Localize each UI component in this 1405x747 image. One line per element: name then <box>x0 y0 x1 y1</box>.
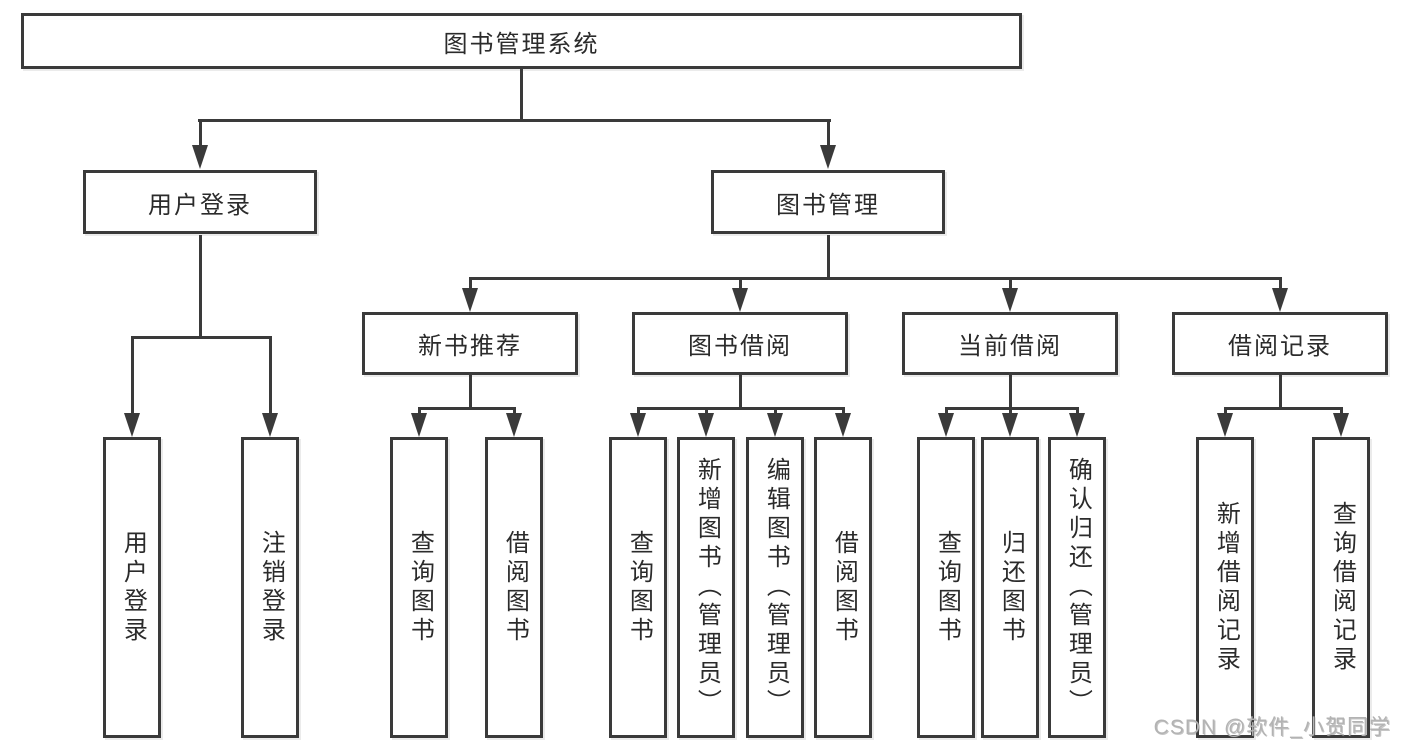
arrowhead-down-icon <box>506 413 522 437</box>
leaf-query-books-recommend: 查询图书 <box>390 437 448 738</box>
leaf-query-books-current: 查询图书 <box>917 437 975 738</box>
connector-line <box>1340 407 1343 416</box>
arrowhead-down-icon <box>820 145 836 169</box>
arrowhead-down-icon <box>192 145 208 169</box>
connector-line <box>1224 407 1227 416</box>
leaf-edit-book-admin: 编辑图书（管理员） <box>746 437 804 738</box>
leaf-label: 查询借阅记录 <box>1328 500 1356 675</box>
arrowhead-down-icon <box>1272 288 1288 312</box>
arrowhead-down-icon <box>1002 413 1018 437</box>
connector-line <box>131 336 272 339</box>
connector-line <box>418 407 421 416</box>
arrowhead-down-icon <box>262 413 278 437</box>
connector-line <box>827 235 830 279</box>
connector-line <box>469 375 472 409</box>
node-label: 图书管理 <box>776 191 880 219</box>
connector-line <box>469 277 1282 280</box>
connector-line <box>198 119 831 122</box>
leaf-label: 注销登录 <box>257 529 285 646</box>
leaf-label: 新增图书（管理员） <box>693 457 721 718</box>
node-user-login: 用户登录 <box>83 170 317 234</box>
connector-line <box>842 407 845 416</box>
leaf-borrow-books: 借阅图书 <box>814 437 872 738</box>
leaf-label: 确认归还（管理员） <box>1064 457 1092 718</box>
connector-line <box>199 235 202 338</box>
connector-line <box>131 336 134 415</box>
node-label: 图书管理系统 <box>443 30 600 58</box>
node-label: 当前借阅 <box>958 333 1062 360</box>
connector-line <box>520 69 523 121</box>
connector-line <box>637 407 845 410</box>
leaf-query-borrow-record: 查询借阅记录 <box>1312 437 1370 738</box>
connector-line <box>1076 407 1079 416</box>
leaf-label: 查询图书 <box>933 529 961 646</box>
arrowhead-down-icon <box>1217 413 1233 437</box>
leaf-label: 查询图书 <box>625 529 653 646</box>
arrowhead-down-icon <box>732 288 748 312</box>
node-label: 借阅记录 <box>1228 333 1332 360</box>
connector-line <box>199 119 202 147</box>
leaf-add-book-admin: 新增图书（管理员） <box>677 437 735 738</box>
connector-line <box>1009 407 1012 416</box>
connector-line <box>945 407 1079 410</box>
leaf-label: 用户登录 <box>119 529 147 646</box>
connector-line <box>513 407 516 416</box>
connector-line <box>1224 407 1343 410</box>
connector-line <box>1279 277 1282 290</box>
connector-line <box>269 336 272 415</box>
connector-line <box>774 407 777 416</box>
node-library-management-system: 图书管理系统 <box>21 13 1022 69</box>
leaf-label: 编辑图书（管理员） <box>762 457 790 718</box>
node-current-borrowing: 当前借阅 <box>902 312 1118 375</box>
leaf-label: 借阅图书 <box>830 529 858 646</box>
leaf-borrow-books-recommend: 借阅图书 <box>485 437 543 738</box>
connector-line <box>827 119 830 147</box>
arrowhead-down-icon <box>1333 413 1349 437</box>
connector-line <box>739 277 742 290</box>
connector-line <box>739 375 742 409</box>
connector-line <box>418 407 516 410</box>
arrowhead-down-icon <box>698 413 714 437</box>
node-borrowing-records: 借阅记录 <box>1172 312 1388 375</box>
leaf-logout: 注销登录 <box>241 437 299 738</box>
arrowhead-down-icon <box>411 413 427 437</box>
arrowhead-down-icon <box>767 413 783 437</box>
connector-line <box>469 277 472 290</box>
leaf-query-books-borrow: 查询图书 <box>609 437 667 738</box>
leaf-label: 借阅图书 <box>501 529 529 646</box>
node-book-management: 图书管理 <box>711 170 945 234</box>
node-book-borrowing: 图书借阅 <box>632 312 848 375</box>
arrowhead-down-icon <box>1069 413 1085 437</box>
arrowhead-down-icon <box>630 413 646 437</box>
leaf-confirm-return-admin: 确认归还（管理员） <box>1048 437 1106 738</box>
node-label: 用户登录 <box>148 191 252 219</box>
leaf-label: 新增借阅记录 <box>1212 500 1240 675</box>
arrowhead-down-icon <box>938 413 954 437</box>
arrowhead-down-icon <box>835 413 851 437</box>
arrowhead-down-icon <box>462 288 478 312</box>
connector-line <box>945 407 948 416</box>
leaf-user-login: 用户登录 <box>103 437 161 738</box>
node-new-book-recommend: 新书推荐 <box>362 312 578 375</box>
connector-line <box>1009 277 1012 290</box>
node-label: 图书借阅 <box>688 333 792 360</box>
connector-line <box>637 407 640 416</box>
leaf-label: 归还图书 <box>997 529 1025 646</box>
csdn-watermark: CSDN @软件_小贺同学 <box>1153 716 1391 739</box>
leaf-label: 查询图书 <box>406 529 434 646</box>
arrowhead-down-icon <box>1002 288 1018 312</box>
leaf-return-book: 归还图书 <box>981 437 1039 738</box>
node-label: 新书推荐 <box>418 333 522 360</box>
leaf-add-borrow-record: 新增借阅记录 <box>1196 437 1254 738</box>
connector-line <box>1279 375 1282 409</box>
connector-line <box>705 407 708 416</box>
connector-line <box>1009 375 1012 409</box>
arrowhead-down-icon <box>124 413 140 437</box>
